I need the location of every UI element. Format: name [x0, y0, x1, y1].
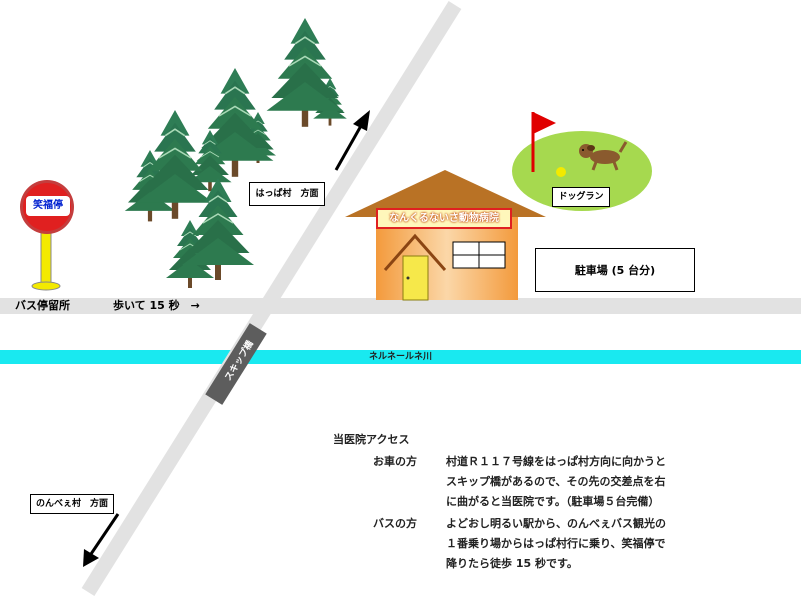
walk-note: 歩いて 15 秒 →: [113, 299, 200, 312]
bridge: [205, 323, 267, 405]
car-line: 村道Ｒ１１７号線をはっぱ村方向に向かうと: [446, 455, 666, 468]
parking-label: 駐車場 (5 台分): [535, 248, 695, 292]
bus-stop-name: 笑福停: [26, 196, 70, 216]
forest: [124, 17, 348, 289]
dog-run: [512, 112, 652, 211]
arrow-icon: [334, 110, 370, 171]
clinic-name-sign: なんくるないさ動物病院: [376, 208, 512, 229]
south-direction-label: のんべぇ村 方面: [30, 494, 114, 514]
dog-run-label: ドッグラン: [552, 187, 610, 207]
house-icon: [345, 170, 546, 301]
access-heading: 当医院アクセス: [333, 433, 410, 446]
bus-directions: よどおし明るい駅から、のんべぇバス観光の １番乗り場からはっぱ村行に乗り、笑福停…: [446, 514, 666, 574]
bus-line: １番乗り場からはっぱ村行に乗り、笑福停で: [446, 537, 666, 550]
river: [0, 350, 801, 364]
tree-icon: [265, 17, 345, 128]
arrow-icon: [83, 513, 120, 567]
car-line: スキップ橋があるので、その先の交差点を右: [446, 475, 666, 488]
river-label: ネルネールネ川: [368, 352, 432, 362]
flag-icon: [531, 112, 556, 172]
bus-label: バスの方: [373, 517, 417, 530]
bus-line: 降りたら徒歩 15 秒です。: [446, 557, 578, 570]
north-direction-label: はっぱ村 方面: [249, 182, 325, 206]
car-line: に曲がると当医院です。（駐車場５台完備）: [446, 495, 660, 508]
bus-stop-label: バス停留所: [15, 299, 70, 312]
main-road: [81, 1, 462, 596]
car-label: お車の方: [373, 455, 417, 468]
ball-icon: [556, 167, 566, 177]
dog-icon: [579, 141, 628, 171]
sidewalk-road: [0, 298, 801, 314]
bus-line: よどおし明るい駅から、のんべぇバス観光の: [446, 517, 666, 530]
car-directions: 村道Ｒ１１７号線をはっぱ村方向に向かうと スキップ橋があるので、その先の交差点を…: [446, 452, 666, 512]
